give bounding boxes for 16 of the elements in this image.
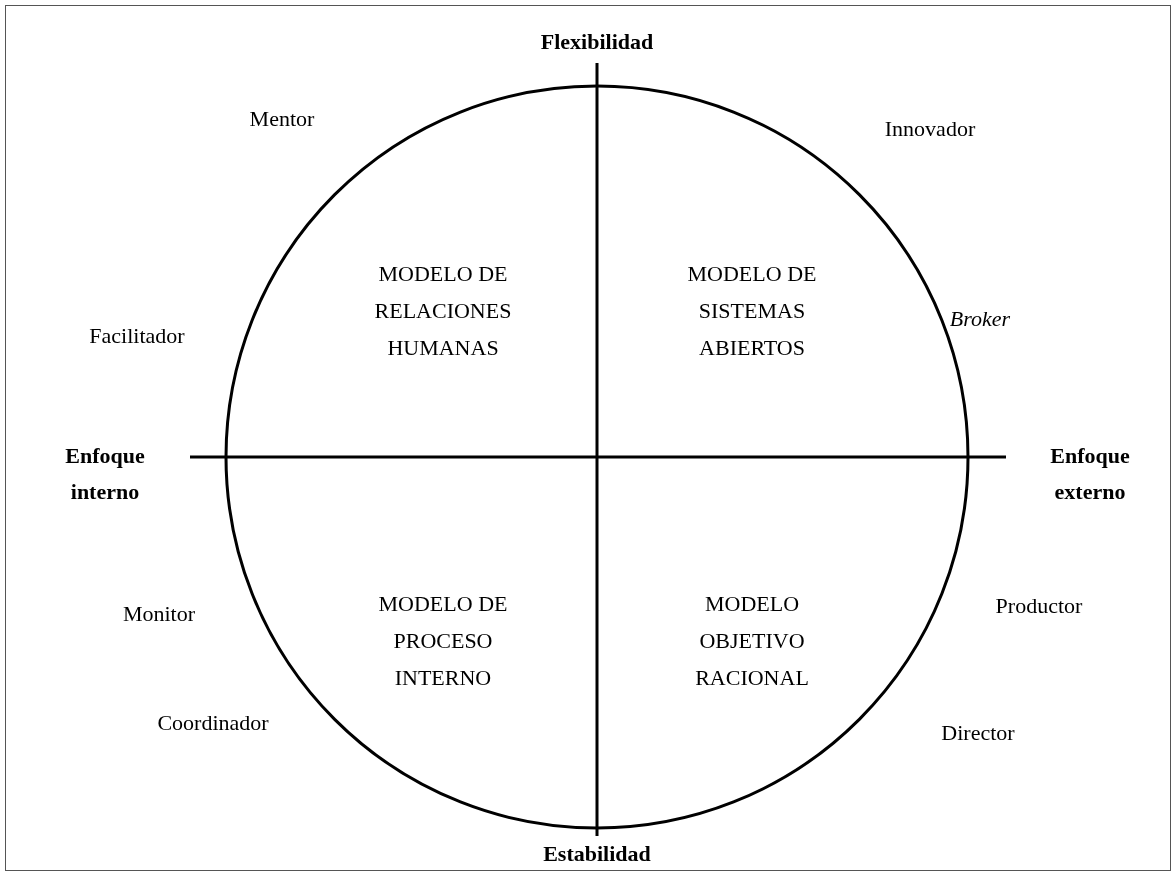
model-label: MODELO DE PROCESO INTERNO [377, 589, 509, 692]
role-label: Innovador [884, 114, 976, 143]
role-label: Facilitador [89, 321, 185, 350]
axis-label: Flexibilidad [540, 28, 654, 56]
role-label: Mentor [249, 104, 315, 133]
role-label: Coordinador [157, 708, 269, 737]
model-label: MODELO OBJETIVO RACIONAL [694, 589, 810, 692]
model-label: MODELO DE RELACIONES HUMANAS [373, 259, 513, 362]
role-label: Broker [949, 304, 1011, 333]
role-label: Director [941, 718, 1015, 747]
role-label: Productor [995, 591, 1083, 620]
axis-label: Enfoque externo [1049, 442, 1131, 506]
axis-label: Enfoque interno [64, 442, 146, 506]
model-label: MODELO DE SISTEMAS ABIERTOS [686, 259, 818, 362]
axis-label: Estabilidad [543, 840, 651, 868]
role-label: Monitor [122, 599, 196, 628]
